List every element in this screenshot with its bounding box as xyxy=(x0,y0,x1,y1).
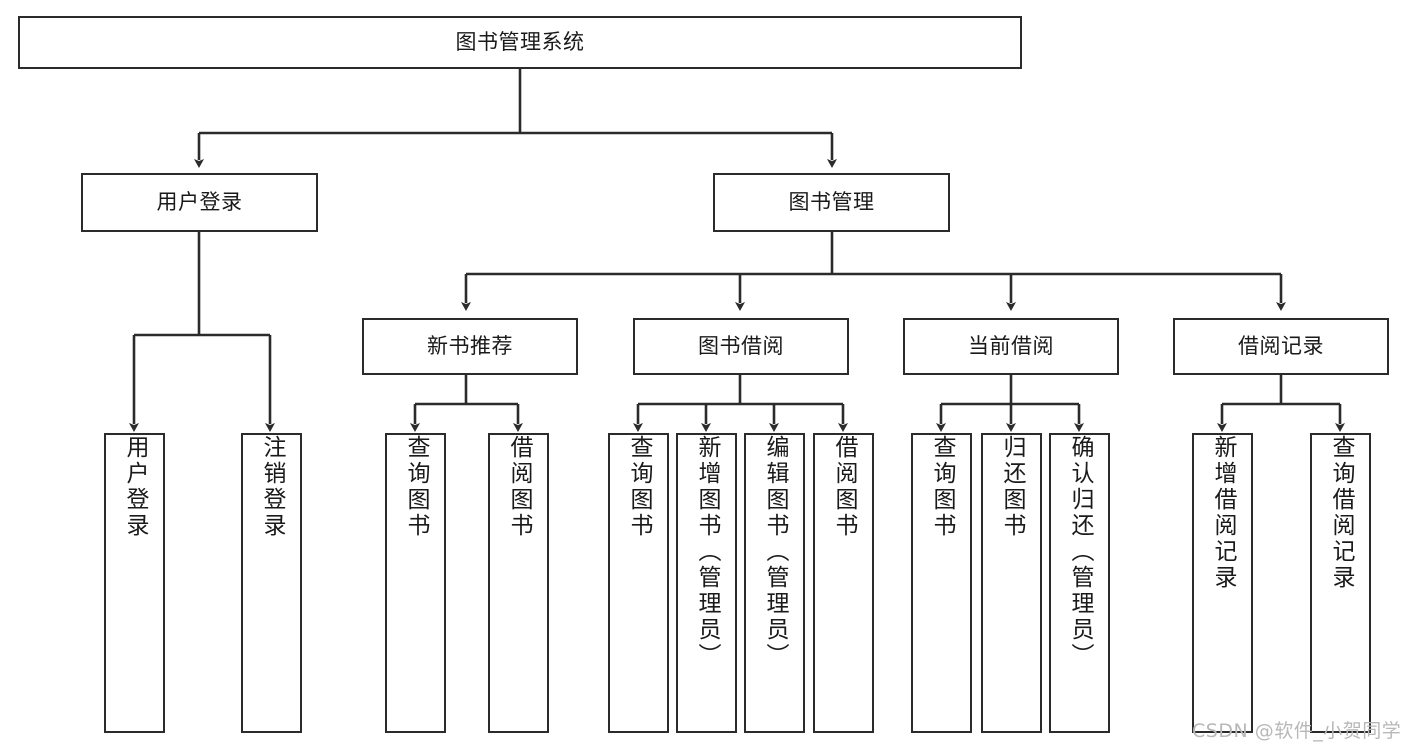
node-root-book-management-system[interactable]: 图书管理系统 xyxy=(18,16,1022,69)
node-label: 新书推荐 xyxy=(427,334,513,359)
node-label: 当前借阅 xyxy=(968,334,1054,359)
leaf-book-borrow-borrow-book[interactable]: 借阅图书 xyxy=(813,433,874,733)
leaf-user-login-login[interactable]: 用户登录 xyxy=(104,433,165,733)
node-borrow-record[interactable]: 借阅记录 xyxy=(1173,318,1389,375)
node-label: 新增借阅记录 xyxy=(1210,435,1236,591)
node-label: 查询图书 xyxy=(929,435,955,539)
node-label: 归还图书 xyxy=(999,435,1025,539)
node-label: 图书管理 xyxy=(788,190,875,215)
node-label: 查询图书 xyxy=(626,435,652,539)
leaf-borrow-record-add-record[interactable]: 新增借阅记录 xyxy=(1192,433,1253,733)
node-label: 借阅图书 xyxy=(506,435,532,539)
node-current-borrow[interactable]: 当前借阅 xyxy=(903,318,1119,375)
leaf-new-book-borrow-book[interactable]: 借阅图书 xyxy=(488,433,549,733)
node-label: 图书管理系统 xyxy=(455,30,585,55)
node-label: 查询图书 xyxy=(403,435,429,539)
leaf-current-borrow-return-book[interactable]: 归还图书 xyxy=(981,433,1042,733)
leaf-borrow-record-query-record[interactable]: 查询借阅记录 xyxy=(1310,433,1371,733)
node-label: 编辑图书（管理员） xyxy=(762,435,788,669)
node-label: 图书借阅 xyxy=(698,334,784,359)
leaf-new-book-query-book[interactable]: 查询图书 xyxy=(385,433,446,733)
node-label: 确认归还（管理员） xyxy=(1067,435,1093,669)
node-label: 注销登录 xyxy=(259,435,285,539)
node-label: 用户登录 xyxy=(122,435,148,539)
node-label: 新增图书（管理员） xyxy=(694,435,720,669)
node-new-book-recommend[interactable]: 新书推荐 xyxy=(362,318,578,375)
leaf-book-borrow-edit-book-admin[interactable]: 编辑图书（管理员） xyxy=(744,433,805,733)
node-book-management[interactable]: 图书管理 xyxy=(713,173,950,232)
node-label: 借阅记录 xyxy=(1238,334,1324,359)
node-user-login[interactable]: 用户登录 xyxy=(81,173,318,232)
leaf-current-borrow-query-book[interactable]: 查询图书 xyxy=(911,433,972,733)
node-label: 借阅图书 xyxy=(831,435,857,539)
leaf-user-login-logout[interactable]: 注销登录 xyxy=(241,433,302,733)
csdn-watermark: CSDN @软件_小贺同学 xyxy=(1192,720,1402,742)
leaf-book-borrow-query-book[interactable]: 查询图书 xyxy=(608,433,669,733)
node-book-borrow[interactable]: 图书借阅 xyxy=(633,318,849,375)
leaf-current-borrow-confirm-return-admin[interactable]: 确认归还（管理员） xyxy=(1049,433,1110,733)
node-label: 用户登录 xyxy=(156,190,243,215)
node-label: 查询借阅记录 xyxy=(1328,435,1354,591)
leaf-book-borrow-add-book-admin[interactable]: 新增图书（管理员） xyxy=(676,433,737,733)
